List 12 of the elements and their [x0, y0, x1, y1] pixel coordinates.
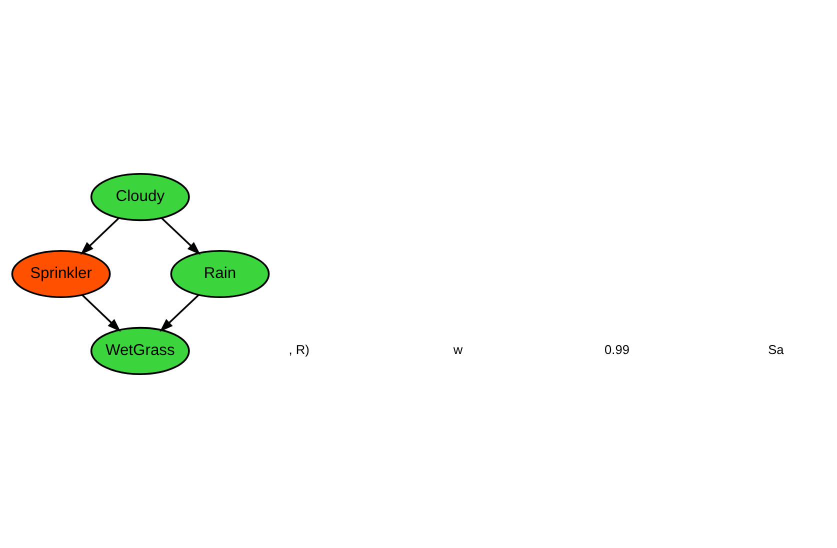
label: Sa [768, 342, 784, 358]
node-ellipse: WetGrass [90, 326, 190, 376]
arrow [80, 217, 120, 255]
label: , R) [288, 342, 310, 358]
node-ellipse: Rain [170, 250, 270, 298]
arrow [160, 217, 200, 255]
label: w [453, 342, 463, 358]
arrow [160, 294, 200, 332]
label: 0.99 [604, 342, 630, 358]
arrow [82, 294, 121, 332]
node-ellipse: Cloudy [90, 172, 190, 222]
node-ellipse: Sprinkler [11, 250, 111, 298]
